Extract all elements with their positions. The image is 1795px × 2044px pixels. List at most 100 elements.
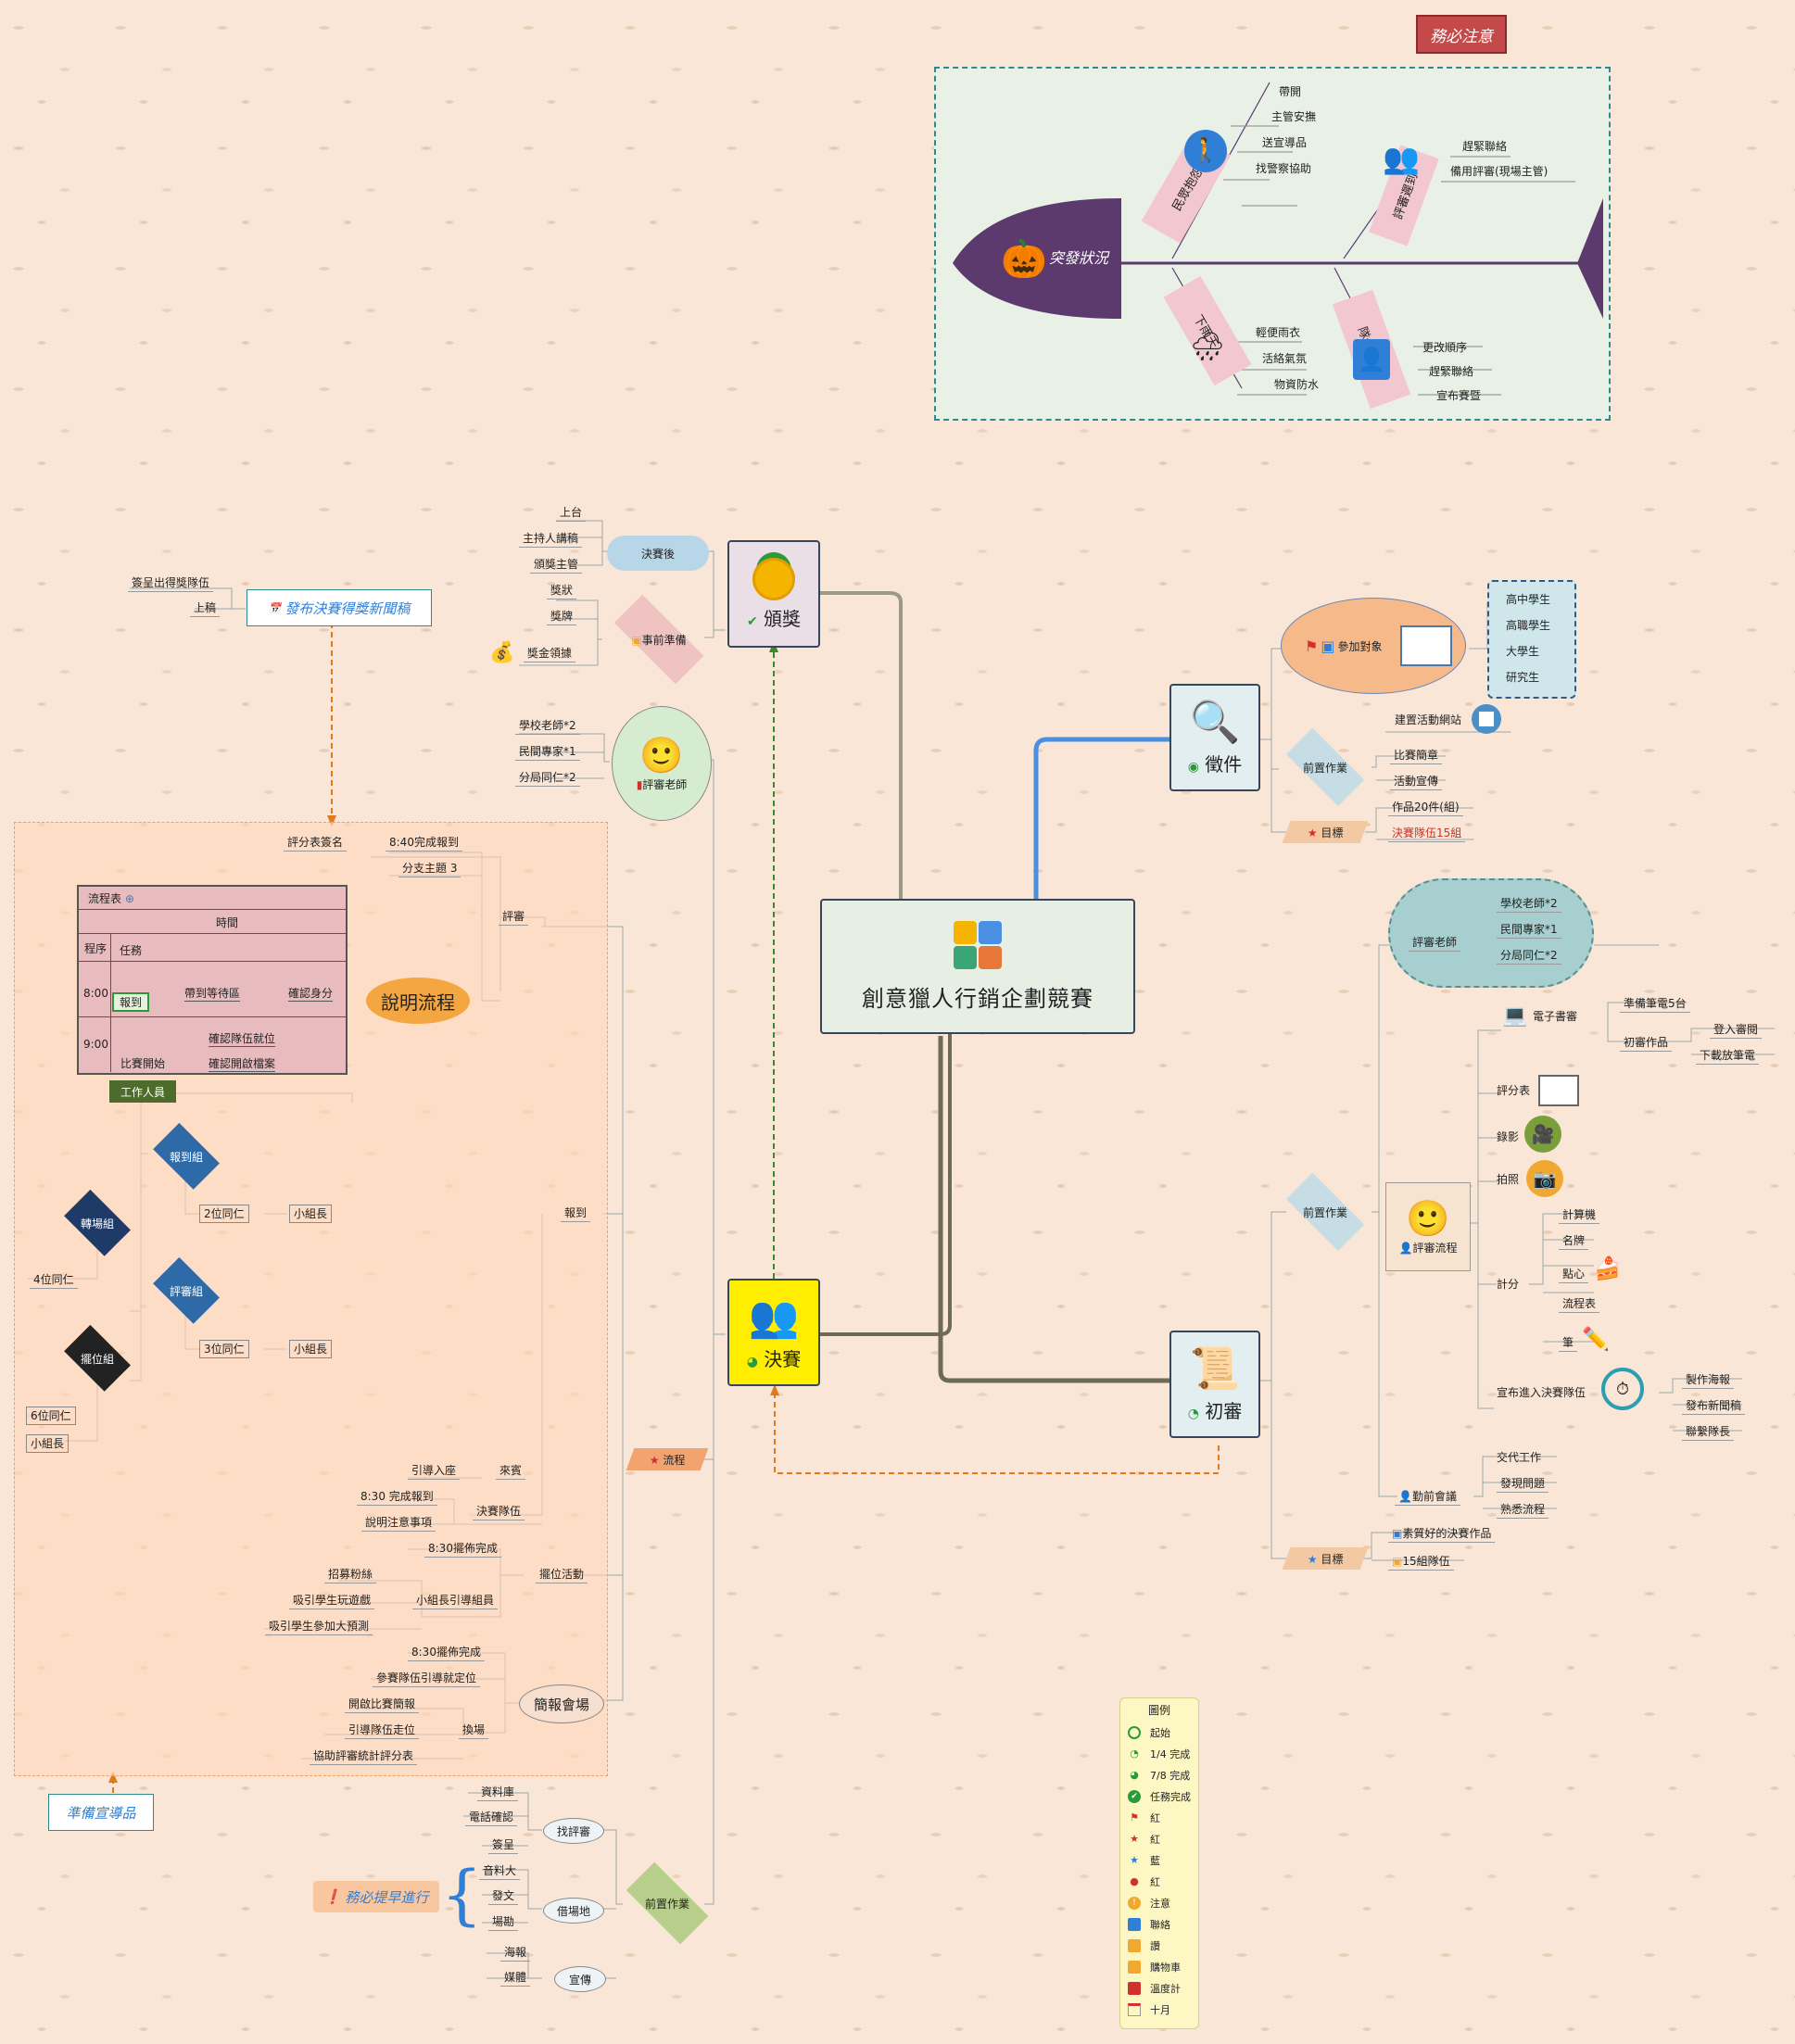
medal-icon bbox=[752, 557, 795, 600]
must-note-badge: 務必注意 bbox=[1416, 15, 1507, 54]
booth-activity-label[interactable]: 擺位活動 bbox=[536, 1566, 588, 1583]
review-item: 評分表簽名 bbox=[284, 834, 348, 852]
guest-label: 來賓 bbox=[496, 1462, 526, 1480]
review-label[interactable]: 評審 bbox=[499, 908, 529, 926]
ereview-item: 準備筆電5台 bbox=[1620, 995, 1690, 1013]
fishbone-civil-item: 送宣導品 bbox=[1262, 136, 1308, 149]
red-star-icon: ★ bbox=[649, 1453, 660, 1467]
blue-star-icon: ★ bbox=[1130, 1854, 1139, 1866]
final-judges-node[interactable]: 🙂 ▮評審老師 bbox=[612, 706, 712, 821]
team-people-icon: 👥 bbox=[748, 1293, 800, 1341]
final-judge-item: 學校老師*2 bbox=[515, 717, 580, 735]
contact-icon bbox=[1128, 1917, 1141, 1931]
warning-icon: ! bbox=[1128, 1896, 1141, 1910]
chushen-prep-node[interactable]: 前置作業 bbox=[1279, 1186, 1372, 1238]
scoring-item: 流程表 bbox=[1559, 1295, 1600, 1313]
chushen-judges-label[interactable]: 評審老師 bbox=[1409, 934, 1461, 952]
red-flag-icon: ⚑ bbox=[1305, 637, 1319, 655]
swap-item: 引導隊伍走位 bbox=[345, 1722, 420, 1739]
chushen-goal-node[interactable]: ★ 目標 bbox=[1282, 1547, 1369, 1570]
announce-item: 聯繫隊長 bbox=[1682, 1423, 1735, 1441]
calendar-october-icon bbox=[1128, 2002, 1141, 2016]
judge-flow-node[interactable]: 🙂 👤評審流程 bbox=[1385, 1182, 1471, 1271]
pre-prep-item: 獎狀 bbox=[547, 582, 577, 599]
booth-item: 吸引學生玩遊戲 bbox=[289, 1592, 375, 1609]
venue-item: 參賽隊伍引導就定位 bbox=[373, 1670, 481, 1687]
find-judge-node[interactable]: 找評審 bbox=[543, 1818, 604, 1844]
fishbone-head-label: 突發狀況 bbox=[1049, 249, 1109, 267]
process-node[interactable]: ★ 流程 bbox=[626, 1448, 709, 1470]
juesai-prep-node[interactable]: 前置作業 bbox=[619, 1875, 715, 1931]
announce-item: 發布新聞稿 bbox=[1682, 1397, 1746, 1415]
task-complete-icon: ✔ bbox=[746, 613, 758, 629]
laptop-icon: 💻 bbox=[1502, 1003, 1528, 1028]
start-icon: ◉ bbox=[1187, 759, 1199, 775]
promo-node[interactable]: 宣傳 bbox=[554, 1966, 606, 1992]
checkin-step[interactable]: 報到 bbox=[112, 992, 150, 1012]
must-early-node[interactable]: ❗務必提早進行 bbox=[313, 1881, 439, 1912]
ereview-label[interactable]: 電子書審 bbox=[1533, 1010, 1578, 1023]
ereview-item: 初審作品 bbox=[1620, 1034, 1673, 1052]
chushen-node[interactable]: 📜 ◔ 初審 bbox=[1169, 1331, 1260, 1438]
prepare-gifts-node[interactable]: 準備宣導品 bbox=[48, 1794, 154, 1831]
form-icon bbox=[1400, 625, 1453, 666]
checklist-scroll-icon: 📜 bbox=[1189, 1344, 1241, 1393]
after-final-cloud[interactable]: 決賽後 bbox=[607, 536, 709, 571]
booth-item: 招募粉絲 bbox=[324, 1566, 377, 1583]
zhengjian-title: 徵件 bbox=[1205, 752, 1243, 776]
quarter-complete-icon: ◔ bbox=[1130, 1747, 1139, 1760]
target-bubble[interactable]: ⚑ ▣ 參加對象 bbox=[1281, 598, 1466, 694]
booth-lead: 小組長引導組員 bbox=[412, 1592, 499, 1609]
final-teams-item: 8:30 完成報到 bbox=[357, 1488, 437, 1506]
checkin-group-node[interactable]: 報到組 bbox=[150, 1130, 222, 1182]
venue-node[interactable]: 簡報會場 bbox=[519, 1684, 604, 1723]
swap-label: 換場 bbox=[459, 1722, 489, 1739]
final-judge-item: 分局同仁*2 bbox=[515, 769, 580, 787]
news-release-node[interactable]: 📅發布決賽得獎新聞稿 bbox=[246, 589, 432, 626]
face-icon: 🙂 bbox=[1406, 1198, 1450, 1239]
warning-icon: ❗ bbox=[323, 1888, 342, 1905]
after-item: 頒獎主管 bbox=[530, 556, 583, 574]
songjiang-node[interactable]: ✔ 頒獎 bbox=[727, 540, 820, 648]
video-camera-icon: 🎥 bbox=[1524, 1116, 1561, 1153]
booth-group-node[interactable]: 擺位組 bbox=[61, 1332, 133, 1384]
zhengjian-node[interactable]: 🔍 ◉ 徵件 bbox=[1169, 684, 1260, 791]
borrow-venue-node[interactable]: 借場地 bbox=[543, 1898, 604, 1924]
ereview-sub: 下載放筆電 bbox=[1696, 1047, 1760, 1065]
legend-panel: 圖例 起始 ◔1/4 完成 ◕7/8 完成 ✔任務完成 ⚑紅 ★紅 ★藍 ●紅 … bbox=[1119, 1697, 1199, 2029]
money-icon: 💰 bbox=[489, 640, 515, 664]
guide-label: 引導入座 bbox=[408, 1462, 461, 1480]
scoring-item: 名牌 bbox=[1559, 1232, 1589, 1250]
thumbs-up-icon bbox=[1128, 1938, 1141, 1952]
meeting-label[interactable]: 👤勤前會議 bbox=[1395, 1488, 1460, 1506]
walking-person-icon: 🚶 bbox=[1184, 130, 1227, 172]
promo-item: 媒體 bbox=[500, 1969, 531, 1987]
table-icon bbox=[1538, 1075, 1579, 1106]
ereview-sub: 登入審閱 bbox=[1710, 1021, 1763, 1039]
transfer-group-node[interactable]: 轉場組 bbox=[61, 1197, 133, 1249]
explain-flow-node[interactable]: 說明流程 bbox=[366, 978, 470, 1024]
checkin-label[interactable]: 報到 bbox=[561, 1205, 591, 1222]
pre-prep-node[interactable]: ▣事前準備 bbox=[604, 612, 714, 667]
scoring-item: 計算機 bbox=[1559, 1206, 1600, 1224]
fishbone-judge-item: 趕緊聯絡 bbox=[1462, 140, 1508, 153]
fishbone-civil-item: 帶開 bbox=[1279, 85, 1302, 98]
judge-group-node[interactable]: 評審組 bbox=[150, 1265, 222, 1317]
camera-icon: 📷 bbox=[1526, 1160, 1563, 1197]
chushen-goal-item: ▣15組隊伍 bbox=[1388, 1553, 1454, 1571]
zhengjian-goal-node[interactable]: ★ 目標 bbox=[1282, 821, 1369, 843]
two-staff: 2位同仁 bbox=[199, 1205, 249, 1223]
verify-id-step: 確認身分 bbox=[288, 987, 334, 1002]
time-900: 9:00 bbox=[83, 1038, 108, 1051]
juesai-node[interactable]: 👥 ◕ 決賽 bbox=[727, 1279, 820, 1386]
meeting-item: 熟悉流程 bbox=[1497, 1501, 1549, 1519]
central-topic[interactable]: 創意獵人行銷企劃競賽 bbox=[820, 899, 1135, 1034]
stopwatch-icon: ⏱ bbox=[1601, 1368, 1644, 1410]
zhengjian-prep-node[interactable]: 前置作業 bbox=[1279, 741, 1372, 793]
find-judge-item: 簽呈 bbox=[488, 1836, 519, 1854]
chushen-judge-item: 民間專家*1 bbox=[1497, 921, 1561, 939]
rain-cloud-icon: 🌧 bbox=[1189, 330, 1226, 363]
contact-book-icon: 👤 bbox=[1353, 339, 1390, 380]
task-complete-icon: ✔ bbox=[1128, 1789, 1141, 1803]
chushen-judge-item: 分局同仁*2 bbox=[1497, 947, 1561, 965]
